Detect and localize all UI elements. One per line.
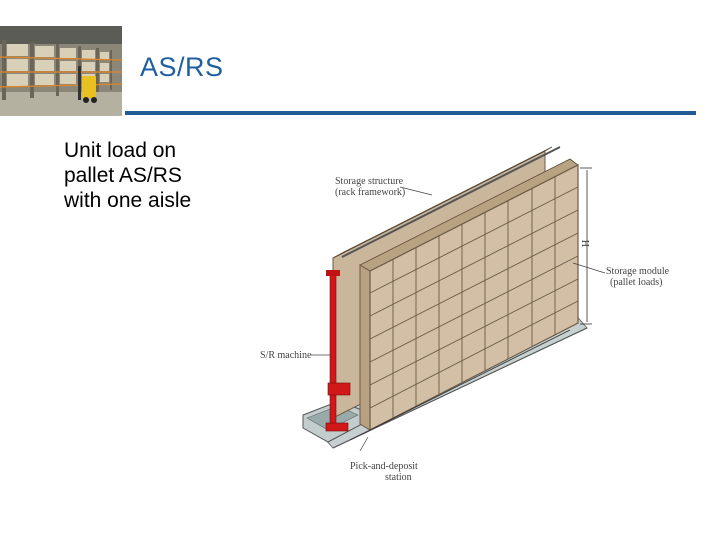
body-line-3: with one aisle [64,189,192,212]
asrs-diagram-svg: H Storage structure (rack framework) Sto… [260,146,670,483]
length-dimension [349,329,571,441]
base-rail-edge [332,327,588,449]
asrs-diagram: H Storage structure (rack framework) Sto… [240,125,720,505]
title-divider [125,111,696,115]
storage-structure-label-1: Storage structure [335,176,404,187]
height-dimension [580,167,592,325]
sr-machine-label: S/R machine [260,350,312,361]
slide-body: Unit load on pallet AS/RS with one aisle [64,138,264,213]
pick-deposit-label-1: Pick-and-deposit [350,461,418,472]
storage-module-label-1: Storage module [606,266,670,277]
warehouse-photo [0,26,122,116]
front-rack-side [359,264,371,431]
back-rack-top [332,146,553,259]
storage-module-label-2: (pallet loads) [610,277,662,288]
front-rack-front [369,164,579,431]
warehouse-photo-image [0,26,122,116]
label-leaders [310,186,606,452]
slide-title: AS/RS [140,52,224,82]
rack-grid [369,177,579,418]
height-label: H [581,240,592,247]
pick-deposit-label-2: station [385,472,412,483]
aisle-rail [341,146,561,258]
body-line-2: pallet AS/RS [64,164,182,187]
sr-machine [325,270,351,432]
storage-structure-label-2: (rack framework) [335,187,405,198]
body-line-1: Unit load on [64,139,177,162]
